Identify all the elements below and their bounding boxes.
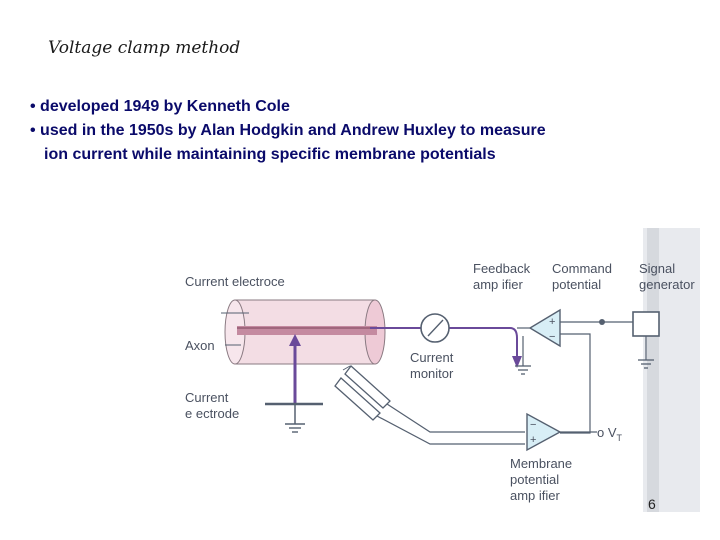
current-monitor-meter (420, 313, 450, 343)
label-current-electrode-bottom-1: Current (185, 390, 229, 405)
current-arrow-up (289, 334, 301, 403)
bullet-2: • used in the 1950s by Alan Hodgkin and … (30, 122, 546, 139)
label-current-monitor-2: monitor (410, 366, 454, 381)
label-signal-generator-2: generator (639, 277, 695, 292)
axon-cylinder (224, 299, 386, 365)
membrane-to-feedback-wire (560, 333, 591, 434)
voltage-clamp-diagram: + − (165, 228, 700, 512)
label-vt-output: o VT (597, 425, 623, 443)
label-axon: Axon (185, 338, 215, 353)
current-flow-arrow-icon (512, 356, 522, 368)
feedback-amplifier: + − (528, 308, 561, 348)
label-current-electrode-top: Current electroce (185, 274, 285, 289)
label-membrane-potential-2: potential (510, 472, 559, 487)
scan-edge-shadow (647, 228, 659, 512)
label-command-potential-2: potential (552, 277, 601, 292)
command-junction-dot (599, 319, 605, 325)
ground-icon-feedback (515, 365, 531, 375)
voltage-electrode-probe (334, 365, 391, 421)
label-current-monitor-1: Current (410, 350, 454, 365)
label-membrane-potential-3: amp ifier (510, 488, 561, 503)
label-feedback-amplifier-1: Feedback (473, 261, 531, 276)
slide-title: Voltage clamp method (48, 38, 241, 58)
probe-wire-lower (376, 415, 525, 445)
label-command-potential-1: Command (552, 261, 612, 276)
signal-generator-box (632, 311, 660, 369)
bullet-list: • developed 1949 by Kenneth Cole • used … (30, 95, 690, 167)
current-electrode-wire (370, 327, 518, 358)
probe-wire-upper (386, 403, 525, 433)
label-signal-generator-1: Signal (639, 261, 675, 276)
svg-text:+: + (530, 434, 536, 446)
label-current-electrode-bottom-2: e ectrode (185, 406, 239, 421)
svg-text:−: − (549, 331, 555, 343)
membrane-potential-amplifier: − + (526, 412, 562, 452)
bullet-2-continued: ion current while maintaining specific m… (44, 146, 496, 163)
page-number: 6 (648, 496, 656, 512)
label-membrane-potential-1: Membrane (510, 456, 572, 471)
svg-text:+: + (549, 316, 555, 328)
svg-text:−: − (530, 419, 536, 431)
diagram-svg: + − (185, 228, 700, 512)
label-feedback-amplifier-2: amp ifier (473, 277, 524, 292)
ground-icon-bottom-electrode (285, 423, 305, 433)
bullet-1: • developed 1949 by Kenneth Cole (30, 98, 290, 115)
